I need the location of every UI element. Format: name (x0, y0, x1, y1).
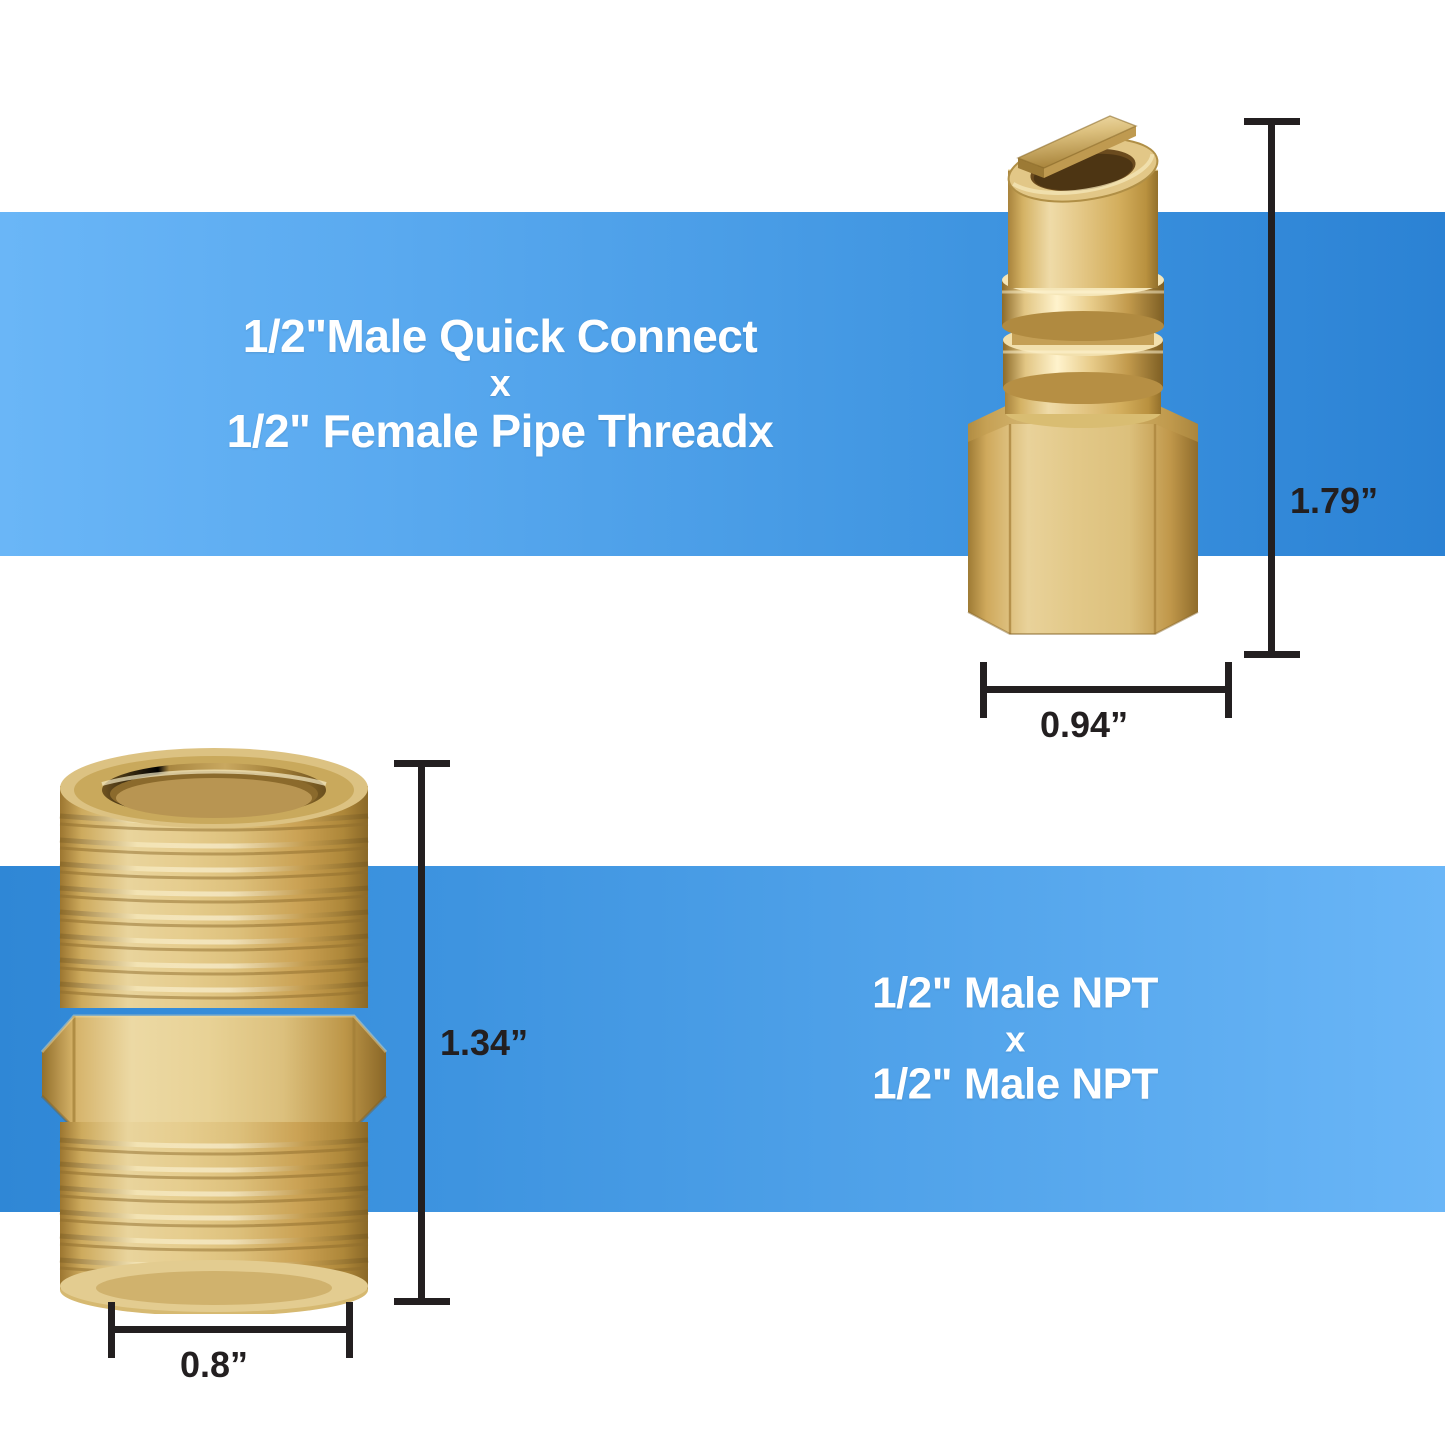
dimension-label-width: 0.94” (1040, 704, 1129, 745)
dimension-line-horizontal (980, 686, 1232, 693)
male-npt-banner-text: 1/2" Male NPT x 1/2" Male NPT (770, 968, 1260, 1109)
dimension-label-height: 1.34” (440, 1022, 529, 1063)
dimension-cap-bottom (1244, 651, 1300, 658)
hex-nipple-product-image (34, 744, 394, 1316)
quick-connect-banner: 1/2"Male Quick Connect x 1/2" Female Pip… (0, 212, 1445, 556)
dimension-hex-nipple-height: 1.34” (394, 760, 528, 1305)
thread-grooves-upper (59, 813, 369, 993)
dimension-line-vertical (1268, 118, 1275, 658)
dimension-cap-bottom (394, 1298, 450, 1305)
dimension-cap-right (346, 1302, 353, 1358)
banner-line-3: 1/2" Female Pipe Threadx (226, 405, 774, 458)
dimension-quick-connect-height: 1.79” (1244, 118, 1378, 658)
dimension-label-height: 1.79” (1290, 480, 1379, 521)
dimension-hex-nipple-width: 0.8” (108, 1302, 353, 1386)
dimension-cap-left (980, 662, 987, 718)
dimension-label-width: 0.8” (180, 1344, 249, 1385)
lower-locking-ring (1003, 324, 1163, 404)
dimension-cap-right (1225, 662, 1232, 718)
thread-grooves-lower (59, 1137, 369, 1269)
banner-line-x: x (1005, 1018, 1025, 1060)
thread-shadows-upper (59, 822, 369, 1000)
dimension-cap-left (108, 1302, 115, 1358)
top-bore-opening (60, 748, 368, 828)
center-hex-shape (40, 1014, 388, 1130)
lower-thread-section (59, 1122, 369, 1316)
banner-line-3: 1/2" Male NPT (872, 1059, 1158, 1109)
hex-nut-shape (967, 404, 1199, 635)
dimension-line-horizontal (108, 1326, 353, 1333)
dimension-line-vertical (418, 760, 425, 1305)
banner-line-x: x (489, 362, 511, 405)
dimension-cap-top (394, 760, 450, 767)
dimension-cap-top (1244, 118, 1300, 125)
quick-connect-blade-tab (1016, 115, 1138, 178)
dimension-quick-connect-width: 0.94” (980, 662, 1232, 746)
banner-line-1: 1/2"Male Quick Connect (242, 310, 758, 363)
banner-line-1: 1/2" Male NPT (872, 968, 1158, 1018)
quick-connect-product-image (940, 112, 1240, 662)
quick-connect-banner-text: 1/2"Male Quick Connect x 1/2" Female Pip… (100, 310, 900, 458)
